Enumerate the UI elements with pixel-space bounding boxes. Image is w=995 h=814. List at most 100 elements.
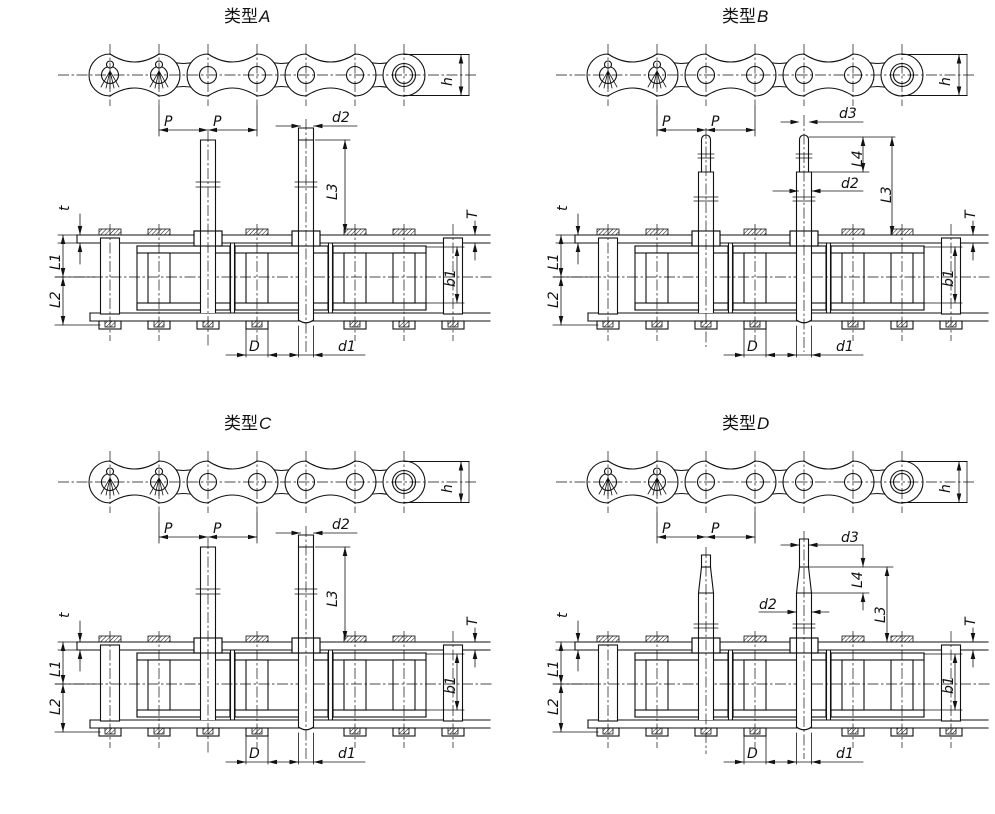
cotter-pin-splay xyxy=(149,477,169,496)
arrowhead xyxy=(313,123,323,129)
dim-label-pitch-right: P xyxy=(711,521,720,537)
arrowhead xyxy=(199,127,208,133)
arrowhead xyxy=(952,701,958,710)
dim-label-inner-width: b1 xyxy=(941,676,957,694)
arrowhead xyxy=(952,247,958,256)
cotter-pin-splay xyxy=(598,70,618,89)
dim-label-d2: d2 xyxy=(759,597,777,613)
dim-label-pitch-left: P xyxy=(662,521,671,537)
arrowhead xyxy=(454,294,460,303)
dim-label-d3: d3 xyxy=(839,106,857,122)
dim-label-l1: L1 xyxy=(48,253,64,270)
dim-label-l3: L3 xyxy=(873,606,889,623)
arrowhead xyxy=(77,226,83,235)
dim-label-l4: L4 xyxy=(850,150,866,167)
arrowhead xyxy=(458,493,464,503)
arrowhead xyxy=(787,759,797,765)
arrowhead xyxy=(159,127,168,133)
arrowhead xyxy=(313,352,323,358)
inner-link-top-bar xyxy=(830,245,925,254)
dim-label-l3: L3 xyxy=(879,186,895,203)
dim-label-l1: L1 xyxy=(546,253,562,270)
arrowhead xyxy=(575,226,581,235)
arrowhead xyxy=(60,684,66,693)
cotter-pin-splay xyxy=(598,477,618,496)
figure-title-letter: C xyxy=(259,414,272,433)
dim-label-inner-width: b1 xyxy=(443,676,459,694)
arrowhead xyxy=(454,654,460,663)
dim-label-pitch-left: P xyxy=(164,521,173,537)
arrowhead xyxy=(558,316,564,325)
arrowhead xyxy=(952,294,958,303)
arrowhead xyxy=(706,127,715,133)
dim-label-pin-diameter: d1 xyxy=(338,339,356,355)
arrowhead xyxy=(808,119,818,125)
dim-label-l1: L1 xyxy=(546,660,562,677)
arrowhead xyxy=(458,461,464,471)
figure-title-letter: D xyxy=(757,414,769,433)
arrowhead xyxy=(706,534,715,540)
arrowhead xyxy=(746,127,755,133)
arrowhead xyxy=(956,461,962,471)
inner-link-bottom-bar xyxy=(332,709,427,718)
arrowhead xyxy=(657,534,666,540)
arrowhead xyxy=(77,243,83,252)
arrowhead xyxy=(60,268,66,277)
chain-side-view xyxy=(553,631,990,748)
arrowhead xyxy=(558,723,564,732)
inner-link-top-bar xyxy=(332,245,427,254)
cotter-pin-splay xyxy=(100,70,120,89)
arrowhead xyxy=(766,759,775,765)
dim-label-plate-height: h xyxy=(440,77,456,86)
figure-title-prefix: 类型 xyxy=(224,7,258,26)
arrowhead xyxy=(790,542,800,548)
arrowhead xyxy=(60,316,66,325)
arrowhead xyxy=(956,86,962,96)
dim-label-pitch-left: P xyxy=(662,114,671,130)
cotter-pin-splay xyxy=(100,477,120,496)
arrowhead xyxy=(811,188,821,194)
arrowhead xyxy=(60,675,66,684)
arrowhead xyxy=(291,530,301,536)
arrowhead xyxy=(268,352,277,358)
arrowhead xyxy=(342,224,348,233)
arrowhead xyxy=(289,759,299,765)
figure-title-prefix: 类型 xyxy=(722,414,756,433)
dim-label-l4: L4 xyxy=(850,571,866,588)
dim-label-roller-diameter: D xyxy=(249,339,260,355)
arrowhead xyxy=(970,243,976,252)
dim-label-plate-thickness-left: t xyxy=(57,612,73,618)
dim-label-plate-thickness-right: T xyxy=(963,209,979,219)
arrowhead xyxy=(248,127,257,133)
dim-label-pin-diameter: d1 xyxy=(836,339,854,355)
arrowhead xyxy=(289,352,299,358)
dim-label-l3: L3 xyxy=(325,590,341,607)
arrowhead xyxy=(60,723,66,732)
dim-label-inner-width: b1 xyxy=(443,269,459,287)
arrowhead xyxy=(342,631,348,640)
figure-title-prefix: 类型 xyxy=(722,7,756,26)
dim-label-plate-thickness-right: T xyxy=(465,209,481,219)
cotter-pin-splay xyxy=(647,477,667,496)
arrowhead xyxy=(808,542,818,548)
arrowhead xyxy=(60,642,66,651)
arrowhead xyxy=(889,137,895,146)
arrowhead xyxy=(77,650,83,659)
arrowhead xyxy=(884,633,890,642)
arrowhead xyxy=(956,493,962,503)
arrowhead xyxy=(558,642,564,651)
chain-side-view xyxy=(553,224,990,341)
arrowhead xyxy=(766,352,775,358)
arrowhead xyxy=(248,534,257,540)
inner-link-bottom-bar xyxy=(332,302,427,311)
chain-plan-view xyxy=(58,451,478,513)
